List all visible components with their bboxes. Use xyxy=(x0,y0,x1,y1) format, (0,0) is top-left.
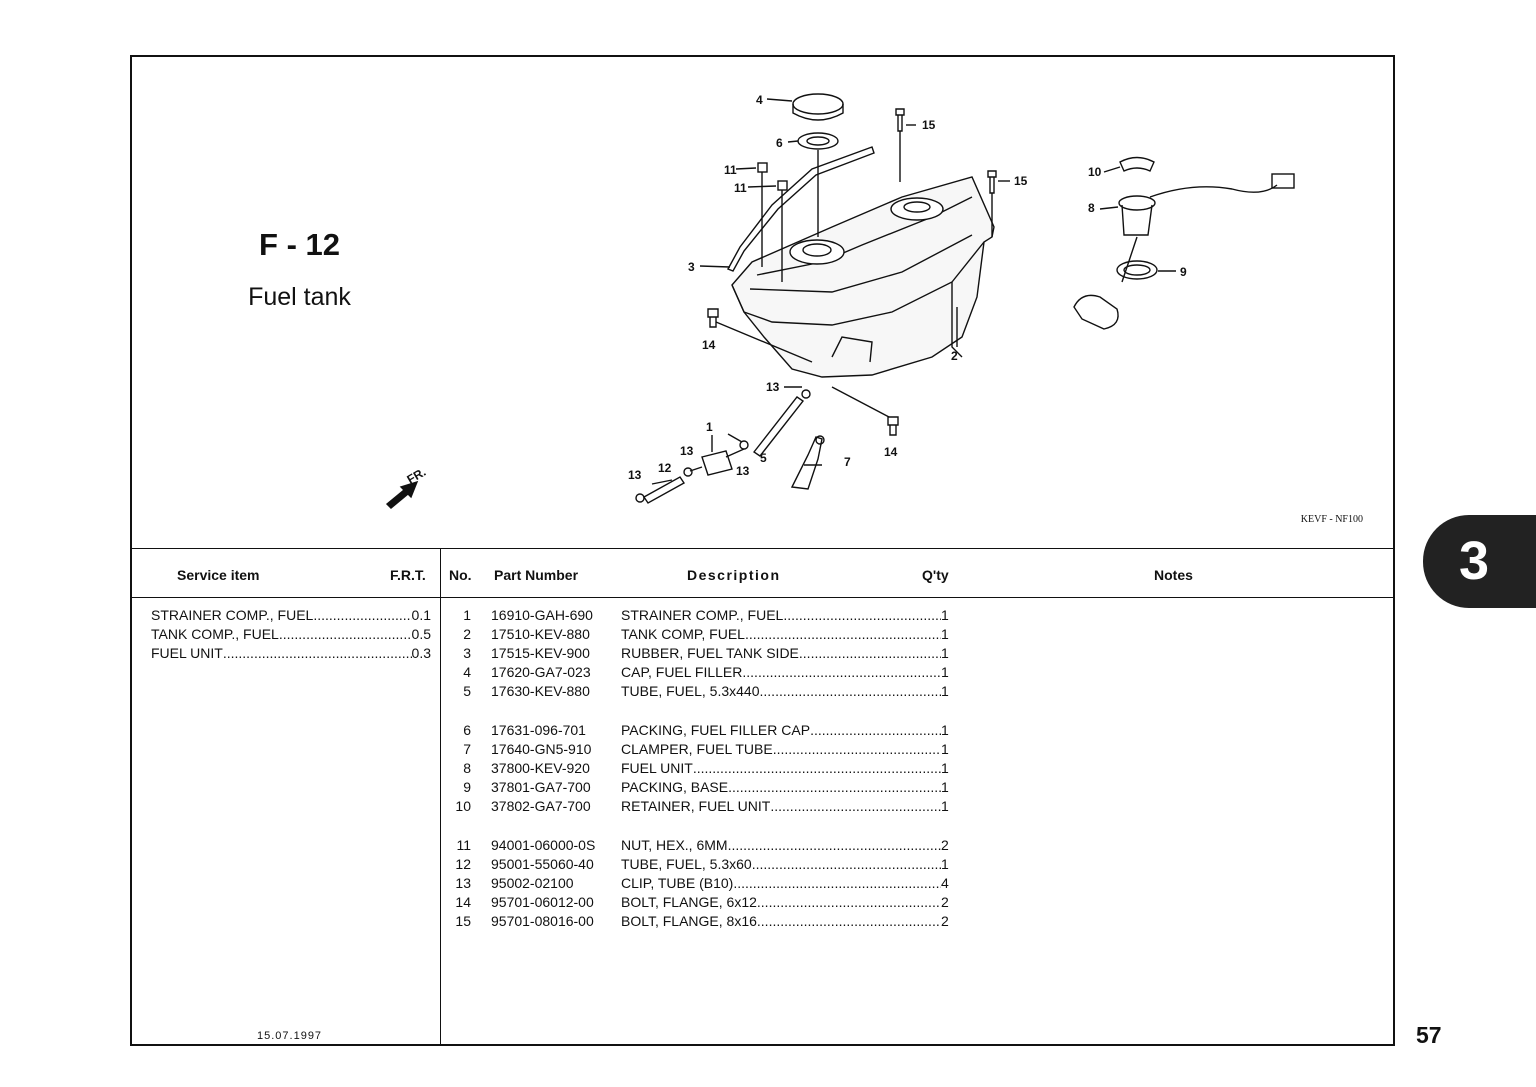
header-part-number: Part Number xyxy=(494,567,579,583)
figure-code: F - 12 xyxy=(259,227,340,262)
service-item: FUEL UNIT0.3 xyxy=(151,645,431,661)
svg-text:FR.: FR. xyxy=(405,465,429,487)
svg-text:9: 9 xyxy=(1180,265,1187,279)
fuel-unit xyxy=(1118,195,1156,211)
svg-text:11: 11 xyxy=(724,163,737,177)
filler-cap xyxy=(792,93,844,115)
svg-text:10: 10 xyxy=(1088,165,1102,179)
page-number: 57 xyxy=(1416,1022,1442,1048)
flange-bolt xyxy=(707,308,719,328)
svg-text:12: 12 xyxy=(658,461,672,475)
flange-bolt xyxy=(895,108,905,132)
hex-nut xyxy=(777,180,788,191)
fuel-tank xyxy=(731,176,995,378)
fuel-tube xyxy=(752,396,805,457)
header-frt: F.R.T. xyxy=(390,567,426,583)
service-item: STRAINER COMP., FUEL0.1 xyxy=(151,607,431,623)
header-qty: Q'ty xyxy=(922,567,949,583)
filler-cap-packing xyxy=(797,132,839,150)
svg-text:14: 14 xyxy=(884,445,898,459)
figure-title: Fuel tank xyxy=(248,283,351,311)
svg-text:1: 1 xyxy=(706,420,713,434)
front-arrow-icon xyxy=(385,480,419,509)
column-divider xyxy=(440,548,441,1044)
fuel-strainer xyxy=(701,450,733,476)
svg-text:13: 13 xyxy=(736,464,750,478)
svg-text:15: 15 xyxy=(1014,174,1028,188)
header-no: No. xyxy=(449,567,472,583)
svg-text:2: 2 xyxy=(951,349,958,363)
flange-bolt xyxy=(887,416,899,436)
print-date: 15.07.1997 xyxy=(257,1030,323,1042)
exploded-diagram: 4 6 11 11 3 15 15 10 8 9 2 14 13 1 13 12… xyxy=(385,93,1295,509)
header-notes: Notes xyxy=(1154,567,1193,583)
svg-text:4: 4 xyxy=(756,93,763,107)
table-header-rule xyxy=(132,597,1393,598)
page-frame: F - 12 Fuel tank KEVF - NF100 xyxy=(130,55,1395,1046)
svg-text:13: 13 xyxy=(680,444,694,458)
header-service-item: Service item xyxy=(177,567,260,583)
float xyxy=(1073,294,1119,330)
svg-text:14: 14 xyxy=(702,338,716,352)
base-packing xyxy=(1116,260,1158,280)
flange-bolt xyxy=(987,170,997,194)
fuel-tube-clamper xyxy=(790,436,823,490)
fuel-tube-short xyxy=(642,476,686,504)
fuel-unit-retainer xyxy=(1119,156,1155,172)
section-tab: 3 xyxy=(1423,515,1536,608)
svg-text:13: 13 xyxy=(628,468,642,482)
svg-text:8: 8 xyxy=(1088,201,1095,215)
hex-nut xyxy=(757,162,768,173)
service-item: TANK COMP., FUEL0.5 xyxy=(151,626,431,642)
diagram-callouts: 4 6 11 11 3 15 15 10 8 9 2 14 13 1 13 12… xyxy=(405,93,1188,487)
reference-code: KEVF - NF100 xyxy=(1300,514,1363,525)
svg-text:6: 6 xyxy=(776,136,783,150)
table-top-rule xyxy=(132,548,1393,549)
svg-text:7: 7 xyxy=(844,455,851,469)
svg-text:11: 11 xyxy=(734,181,747,195)
svg-text:15: 15 xyxy=(922,118,936,132)
svg-text:3: 3 xyxy=(688,260,695,274)
svg-text:13: 13 xyxy=(766,380,780,394)
svg-text:5: 5 xyxy=(760,451,767,465)
header-description: Description xyxy=(687,567,781,583)
